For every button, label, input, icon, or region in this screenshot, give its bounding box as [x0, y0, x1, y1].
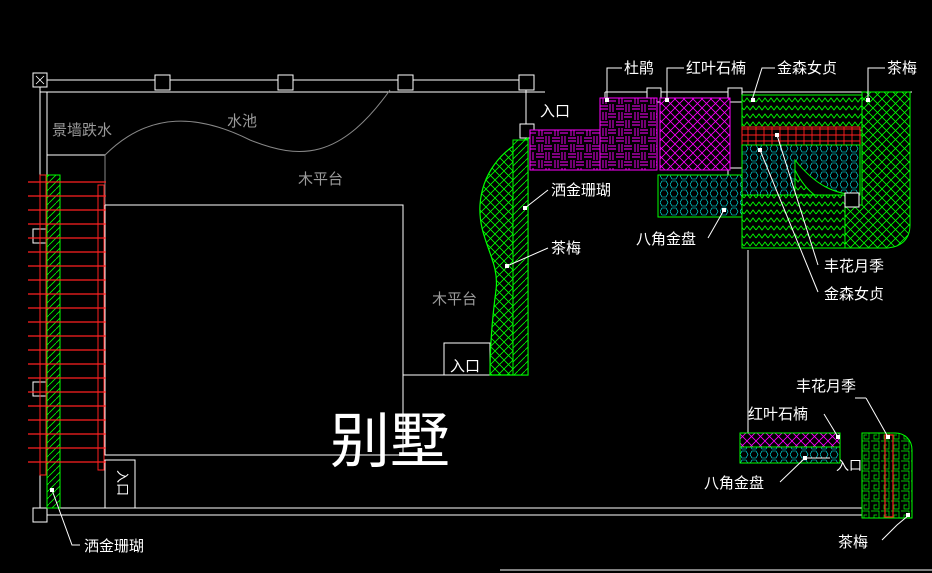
label-dujuan: 杜鹃: [624, 59, 655, 77]
label-hongyeshinan-top: 红叶石楠: [686, 59, 747, 77]
label-sajinshanhu-bottom: 洒金珊瑚: [84, 537, 145, 555]
label-jinsennvzhen-mid: 金森女贞: [824, 285, 885, 303]
leader-markers: [50, 98, 910, 517]
southeast-planting-beds: [739, 432, 913, 519]
deck-north-label: 木平台: [298, 170, 344, 188]
label-bajiaojinpan-mid: 八角金盘: [636, 230, 697, 248]
label-chamei-bottom: 茶梅: [838, 533, 869, 551]
label-chamei-top: 茶梅: [887, 59, 918, 77]
label-fenghuayueji-bottom: 丰花月季: [796, 377, 857, 395]
pool-area: [47, 89, 391, 205]
leader-lines: [51, 67, 910, 546]
entrance-west-label: 入口: [114, 469, 130, 497]
label-bajiaojinpan-bottom: 八角金盘: [704, 474, 765, 492]
west-pergola: [28, 174, 106, 509]
entrance-middle-label: 入口: [450, 357, 481, 375]
entrance-north-label: 入口: [540, 102, 571, 120]
feature-wall-label: 景墙跌水: [52, 121, 113, 139]
curved-planting-bed: [479, 137, 529, 376]
northeast-planting-beds: [529, 91, 911, 249]
label-fenghuayueji-mid: 丰花月季: [824, 257, 885, 275]
building-title: 别墅: [330, 407, 450, 477]
pool-label: 水池: [227, 112, 258, 130]
deck-middle-label: 木平台: [432, 290, 478, 308]
label-sajinshanhu-mid: 洒金珊瑚: [551, 181, 612, 199]
label-jinsennvzhen-top: 金森女贞: [777, 59, 838, 77]
entrance-southeast-label: 入口: [836, 459, 863, 474]
label-chamei-mid: 茶梅: [551, 239, 582, 257]
label-hongyeshinan-bottom: 红叶石楠: [748, 405, 809, 423]
